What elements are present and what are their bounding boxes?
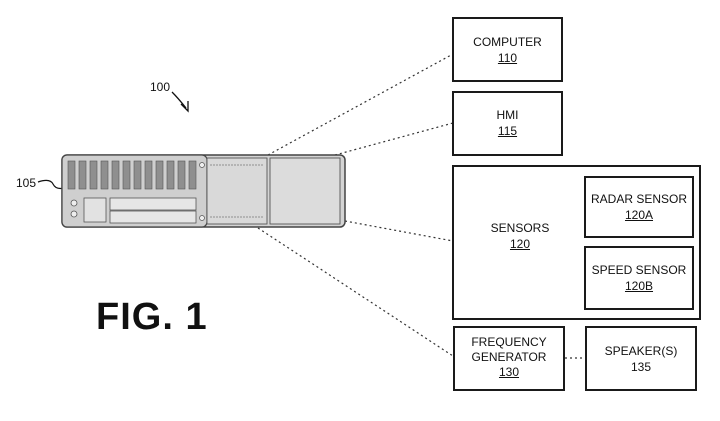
connector-frequency: [257, 227, 454, 357]
frequency-generator-title-line2: GENERATOR: [471, 350, 547, 364]
speed-sensor-number: 120B: [624, 279, 654, 293]
radar-sensor-box: [584, 176, 694, 238]
ref-100-arrow: [171, 91, 189, 113]
connector-computer: [267, 53, 454, 156]
vehicle-illustration: [61, 154, 346, 228]
speed-sensor-title: SPEED SENSOR: [591, 263, 687, 277]
speaker-title: SPEAKER(S): [604, 344, 678, 358]
speed-sensor-box: [584, 246, 694, 310]
frequency-generator-number: 130: [498, 365, 520, 379]
radar-sensor-number: 120A: [624, 208, 654, 222]
connector-sensors: [344, 220, 454, 242]
ref-100-label: 100: [150, 80, 171, 94]
frequency-generator-box: [453, 326, 565, 391]
speaker-number: 135: [630, 360, 652, 374]
computer-title: COMPUTER: [473, 35, 542, 49]
hmi-title: HMI: [496, 108, 519, 122]
hmi-box: [452, 91, 563, 156]
figure-label: FIG. 1: [96, 296, 208, 338]
sensors-number: 120: [509, 237, 531, 251]
frequency-generator-title-line1: FREQUENCY: [471, 335, 547, 349]
ref-105-leader: [37, 179, 65, 190]
connector-lines: [257, 53, 585, 359]
hmi-number: 115: [497, 124, 518, 138]
speaker-box: [585, 326, 697, 391]
computer-number: 110: [497, 51, 518, 65]
sensors-title: SENSORS: [490, 221, 550, 235]
radar-sensor-title: RADAR SENSOR: [590, 192, 688, 206]
ref-105-label: 105: [16, 176, 37, 190]
connector-hmi: [334, 122, 454, 156]
computer-box: [452, 17, 563, 82]
